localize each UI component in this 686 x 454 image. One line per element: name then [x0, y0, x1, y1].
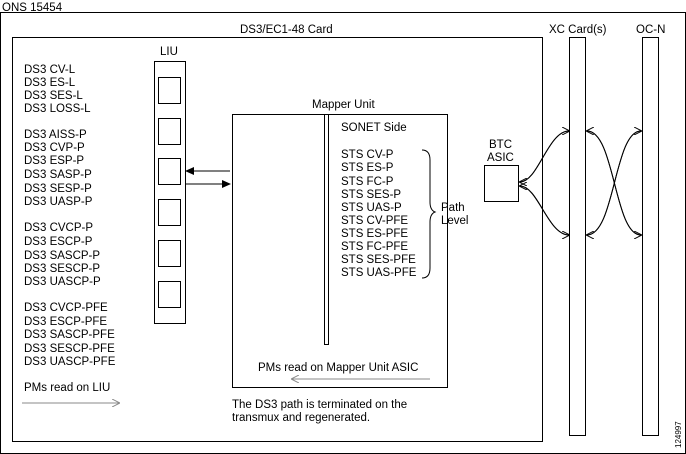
sts-pm: STS SES-P — [341, 189, 401, 201]
ons-label: ONS 15454 — [2, 2, 63, 14]
sts-pm: STS UAS-P — [341, 202, 402, 214]
liu-port-6 — [158, 281, 181, 308]
liu-pm: DS3 CVCP-P — [24, 222, 93, 234]
liu-pm-group-1: DS3 CV-L DS3 ES-L DS3 SES-L DS3 LOSS-L — [24, 64, 91, 115]
arrow-btc-to-xc-top — [519, 131, 569, 183]
liu-pm: DS3 AISS-P — [24, 129, 87, 141]
sts-pm: STS FC-P — [341, 176, 394, 188]
sts-pm: STS SES-PFE — [341, 254, 416, 266]
liu-pm: DS3 SESP-P — [24, 183, 92, 195]
mapper-title: Mapper Unit — [312, 99, 375, 111]
ocn-box — [642, 37, 659, 436]
path-level-label-1: Path — [441, 202, 465, 214]
ocn-label: OC-N — [636, 24, 665, 36]
sts-pm: STS ES-P — [341, 162, 394, 174]
mapper-divider-bar — [324, 114, 329, 345]
liu-pm: DS3 UASP-P — [24, 196, 93, 208]
liu-port-1 — [158, 77, 181, 104]
liu-port-4 — [158, 199, 181, 226]
liu-pm: DS3 CV-L — [24, 64, 76, 76]
arrow-xc-ocn-cross-2-back — [587, 130, 642, 235]
asic-label: ASIC — [487, 152, 514, 164]
liu-port-3 — [158, 158, 181, 185]
sts-pm: STS FC-PFE — [341, 241, 408, 253]
figure-number: 124997 — [674, 421, 683, 448]
pms-read-mapper-label: PMs read on Mapper Unit ASIC — [258, 362, 418, 374]
path-level-label-2: Level — [441, 215, 469, 227]
liu-pm: DS3 SESCP-P — [24, 263, 100, 275]
liu-pm: DS3 ESP-P — [24, 155, 84, 167]
liu-title: LIU — [160, 46, 178, 58]
liu-pm-group-3: DS3 CVCP-P DS3 ESCP-P DS3 SASCP-P DS3 SE… — [24, 222, 101, 288]
card-title: DS3/EC1-48 Card — [240, 24, 333, 36]
liu-pm-group-2: DS3 AISS-P DS3 CVP-P DS3 ESP-P DS3 SASP-… — [24, 129, 93, 208]
liu-port-5 — [158, 240, 181, 267]
xc-cards-label: XC Card(s) — [549, 24, 607, 36]
liu-pm: DS3 SESCP-PFE — [24, 343, 115, 355]
path-level-brace — [421, 149, 437, 279]
pms-read-liu-label: PMs read on LIU — [24, 382, 110, 394]
liu-pm: DS3 SASP-P — [24, 169, 92, 181]
liu-pm: DS3 UASCP-P — [24, 276, 101, 288]
liu-pm: DS3 LOSS-L — [24, 103, 91, 115]
arrow-btc-to-xc-bottom — [519, 185, 569, 235]
liu-pm: DS3 SASCP-P — [24, 250, 100, 262]
liu-pm: DS3 CVCP-PFE — [24, 302, 108, 314]
liu-pm-group-4: DS3 CVCP-PFE DS3 ESCP-PFE DS3 SASCP-PFE … — [24, 302, 116, 368]
liu-pm: DS3 UASCP-PFE — [24, 356, 116, 368]
liu-pm: DS3 ES-L — [24, 77, 76, 89]
sts-pm: STS CV-PFE — [341, 215, 408, 227]
liu-pm: DS3 SES-L — [24, 90, 83, 102]
sts-pm: STS ES-PFE — [341, 228, 408, 240]
sts-pm-list: STS CV-P STS ES-P STS FC-P STS SES-P STS… — [341, 149, 417, 279]
liu-box — [154, 61, 186, 324]
mapper-unit-box — [232, 114, 448, 388]
liu-pm: DS3 CVP-P — [24, 142, 85, 154]
ds3-note-line-2: transmux and regenerated. — [232, 412, 370, 424]
sonet-side-label: SONET Side — [341, 122, 407, 134]
sts-pm: STS UAS-PFE — [341, 267, 417, 279]
btc-asic-box — [484, 165, 519, 202]
ds3-note-line-1: The DS3 path is terminated on the — [232, 399, 407, 411]
xc-card-box — [569, 37, 586, 436]
btc-label: BTC — [489, 139, 512, 151]
liu-port-2 — [158, 118, 181, 145]
liu-pm: DS3 SASCP-PFE — [24, 329, 115, 341]
liu-pm: DS3 ESCP-PFE — [24, 316, 107, 328]
liu-pm: DS3 ESCP-P — [24, 236, 93, 248]
sts-pm: STS CV-P — [341, 149, 394, 161]
